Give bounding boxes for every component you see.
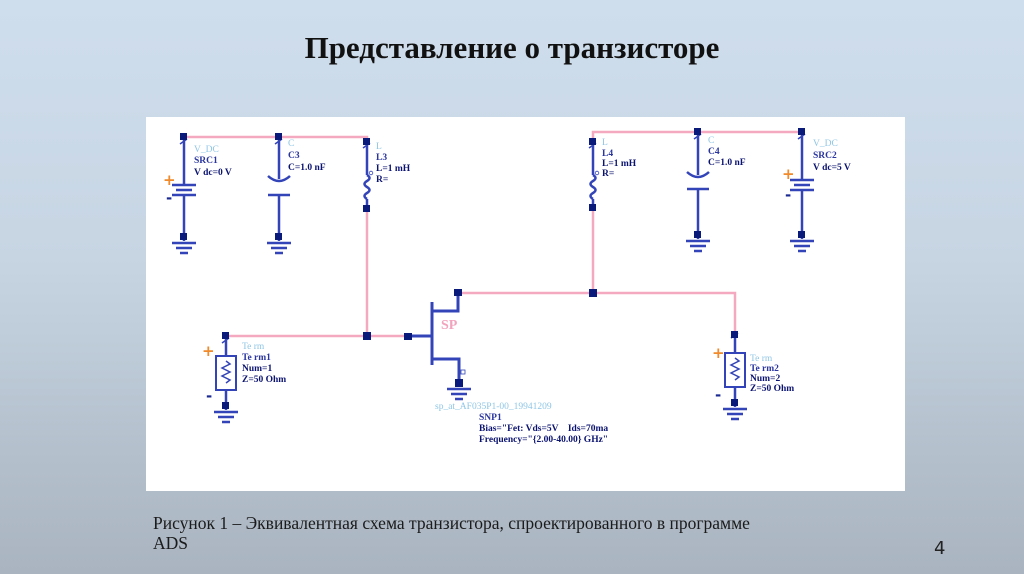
term1-param-z: Z=50 Ohm (242, 375, 286, 385)
c4-param: C=1.0 nF (708, 158, 746, 168)
term1-plus-sign: + (202, 342, 215, 360)
l3-name-label: L3 (376, 153, 387, 163)
l4-param-l: L=1 mH (602, 159, 637, 169)
figure-caption: Рисунок 1 – Эквивалентная схема транзист… (153, 513, 913, 553)
term2-param-num: Num=2 (750, 374, 780, 384)
src1-type-label: V_DC (194, 145, 219, 155)
term2-port[interactable]: + - Te rm Te rm2 Num=2 Z=50 Ohm (712, 331, 794, 421)
l4-name-label: L4 (602, 149, 613, 159)
src1-plus-sign: + (163, 171, 176, 189)
term1-name-label: Te rm1 (242, 353, 271, 363)
c4-type-label: C (708, 136, 714, 146)
c4-capacitor[interactable]: C C4 C=1.0 nF (684, 128, 746, 253)
src2-plus-sign: + (782, 165, 795, 183)
l3-inductor[interactable]: L L3 L=1 mH R= (362, 138, 411, 212)
c3-param: C=1.0 nF (288, 163, 326, 173)
src2-minus-sign: - (785, 186, 791, 204)
slide-title: Представление о транзисторе (304, 30, 720, 65)
src1-name-label: SRC1 (194, 156, 218, 166)
term2-name-label: Te rm2 (750, 364, 779, 374)
l3-param-r: R= (376, 175, 388, 185)
c3-type-label: C (288, 139, 294, 149)
caption-line-1: Рисунок 1 – Эквивалентная схема транзист… (153, 513, 750, 533)
term2-minus-sign: - (715, 386, 721, 404)
src2-name-label: SRC2 (813, 151, 837, 161)
l4-inductor[interactable]: L L4 L=1 mH R= (588, 138, 637, 211)
c4-name-label: C4 (708, 147, 720, 157)
junction-node-gate (363, 332, 371, 340)
schematic-diagram: + - V_DC SRC1 V dc=0 V C C3 C=1.0 nF (163, 128, 851, 445)
term1-type-label: Te rm (242, 342, 265, 352)
snp1-symbol-label: SP (441, 318, 458, 333)
page-number: 4 (934, 538, 946, 559)
term1-port[interactable]: + - Te rm Te rm1 Num=1 Z=50 Ohm (202, 332, 286, 424)
src2-type-label: V_DC (813, 139, 838, 149)
caption-line-2: ADS (153, 533, 189, 553)
term1-minus-sign: - (206, 387, 212, 405)
wire-drain-to-term2 (458, 291, 737, 331)
l4-type-label: L (602, 138, 608, 148)
src1-param: V dc=0 V (194, 168, 232, 178)
l4-param-r: R= (602, 169, 614, 179)
c3-capacitor[interactable]: C C3 C=1.0 nF (265, 133, 326, 255)
term2-param-z: Z=50 Ohm (750, 384, 794, 394)
snp1-param-bias: Bias="Fet: Vds=5V Ids=70ma (479, 424, 608, 434)
snp1-param-frequency: Frequency="{2.00-40.00} GHz" (479, 435, 608, 445)
l3-param-l: L=1 mH (376, 164, 411, 174)
src1-minus-sign: - (166, 189, 172, 207)
snp1-type-label: sp_at_AF035P1-00_19941209 (435, 402, 552, 412)
snp1-name-label: SNP1 (479, 413, 502, 423)
term1-param-num: Num=1 (242, 364, 272, 374)
l3-type-label: L (376, 142, 382, 152)
snp1-transistor[interactable]: SP sp_at_AF035P1-00_19941209 SNP1 Bias="… (404, 289, 608, 445)
junction-node-drain (589, 289, 597, 297)
src2-param: V dc=5 V (813, 163, 851, 173)
c3-name-label: C3 (288, 151, 300, 161)
term2-type-label: Te rm (750, 354, 773, 364)
schematic-figure: + - V_DC SRC1 V dc=0 V C C3 C=1.0 nF (146, 117, 905, 491)
src2-voltage-source[interactable]: + - V_DC SRC2 V dc=5 V (782, 128, 851, 253)
src1-voltage-source[interactable]: + - V_DC SRC1 V dc=0 V (163, 133, 232, 255)
term2-plus-sign: + (712, 344, 725, 362)
